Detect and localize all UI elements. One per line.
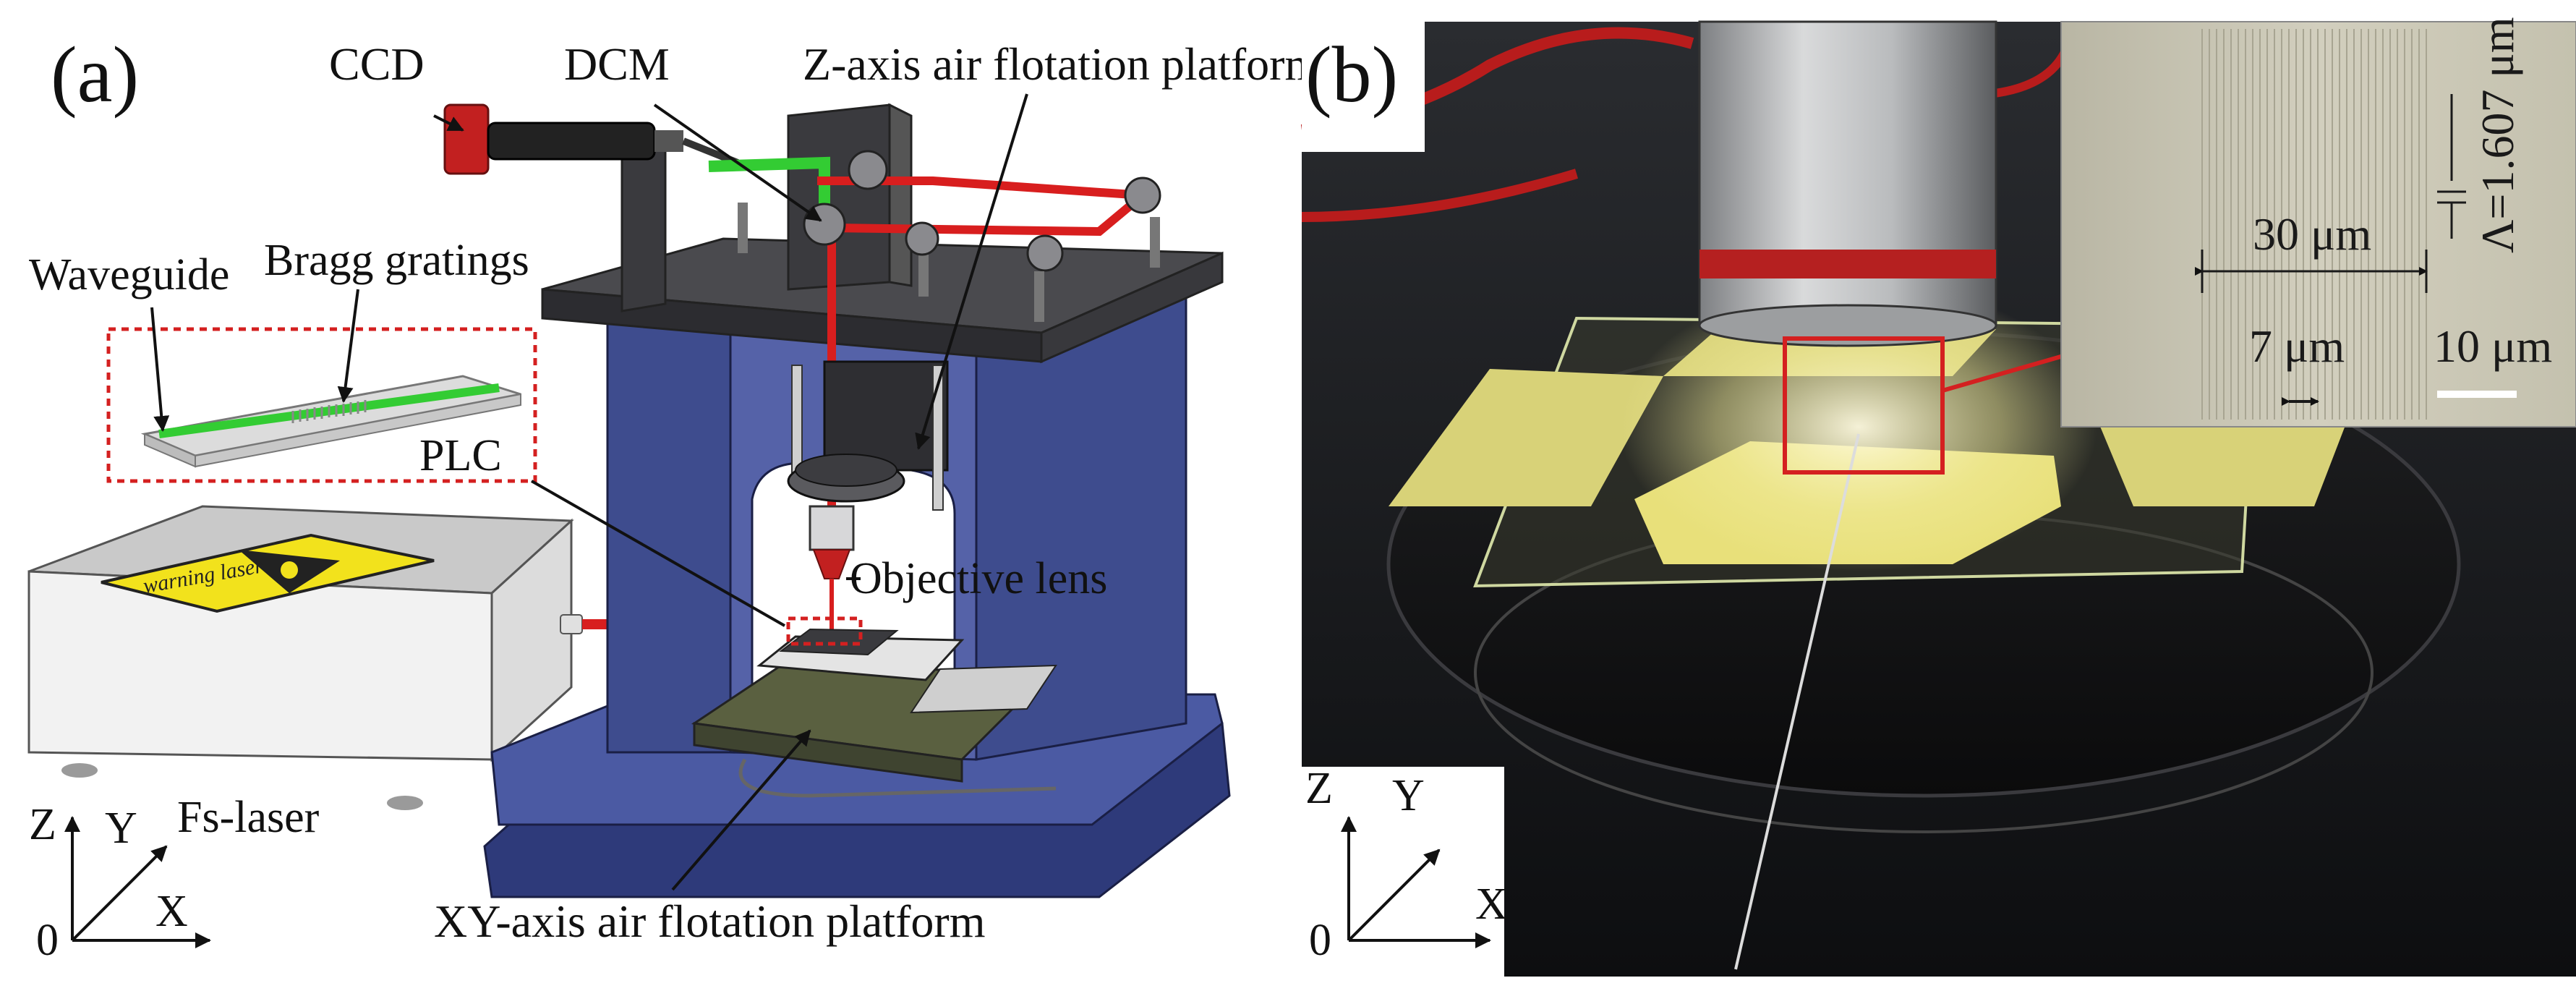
panel-a-tag: (a) (51, 30, 139, 119)
axes-b: Z Y X 0 (1305, 764, 1508, 965)
dim-30um-label: 30 μm (2253, 208, 2371, 260)
axis-a-x: X (155, 887, 188, 936)
bragg-grating-marks (291, 400, 367, 423)
leader-lines (150, 93, 1028, 891)
fiber (1734, 433, 1860, 970)
photo-objective (1698, 20, 1997, 347)
highlight-box (1783, 336, 1945, 475)
tape-right (2097, 405, 2350, 506)
objective-lens (809, 505, 855, 579)
period-label: Λ=1.607 μm (2472, 17, 2523, 253)
axis-b-z: Z (1305, 764, 1333, 813)
axis-a-origin: 0 (36, 916, 59, 965)
ccd-camera (443, 103, 739, 175)
axis-b-y: Y (1392, 771, 1425, 820)
beam-top-path (817, 176, 1154, 521)
scale-bar (2437, 391, 2517, 398)
dim-7um-label: 7 μm (2249, 320, 2345, 372)
illumination-glow (1620, 282, 2097, 571)
fs-laser-box: warning laser ! (27, 505, 583, 810)
label-dcm: DCM (564, 38, 670, 90)
axis-a-z: Z (29, 800, 56, 849)
label-objective: Objective lens (850, 554, 1107, 603)
xy-stage (691, 616, 1057, 798)
tag-background (1302, 22, 1425, 152)
grating-lines (2201, 29, 2427, 420)
scale-bar-label: 10 μm (2434, 320, 2552, 372)
label-ccd: CCD (329, 38, 425, 90)
axis-a-y: Y (105, 804, 137, 853)
axes-a: Z Y X 0 (29, 800, 211, 965)
label-bragg: Bragg gratings (264, 236, 529, 285)
waveguide-inset (106, 327, 537, 483)
cable-red-2 (1301, 169, 1579, 222)
axis-b-origin: 0 (1309, 916, 1331, 965)
panel-b-tag: (b) (1305, 30, 1398, 119)
axis-b-x: X (1475, 880, 1508, 929)
panel-b: (b) (1300, 17, 2576, 977)
panel-a: (a) warning laser ! (27, 30, 1321, 965)
label-plc: PLC (419, 431, 502, 480)
label-z-platform: Z-axis air flotation platform (803, 38, 1321, 90)
label-fs-laser: Fs-laser (177, 793, 320, 842)
z-stage (787, 360, 949, 511)
label-waveguide: Waveguide (29, 250, 229, 299)
warning-label: warning laser ! (101, 533, 435, 613)
inset-micrograph: 30 μm 7 μm Λ=1.607 μm 10 μm (2060, 17, 2576, 428)
mirror-mounts (738, 150, 1161, 322)
highlight-leader (1942, 352, 2069, 393)
tape-left (1389, 369, 1663, 506)
label-xy-platform: XY-axis air flotation platform (434, 896, 985, 947)
